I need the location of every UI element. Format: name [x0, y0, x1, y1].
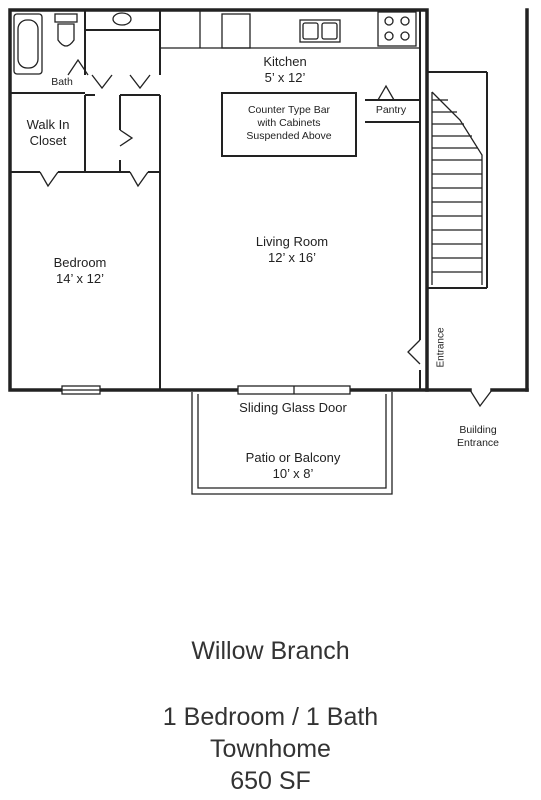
counter-bar	[221, 92, 357, 157]
kitchen-size: 5’ x 12’	[264, 70, 306, 85]
unit-style: Townhome	[210, 735, 331, 763]
floor-plan	[8, 8, 529, 495]
sliding-glass-door	[237, 385, 351, 395]
patio-label: Patio or Balcony	[245, 450, 341, 465]
door-swings	[39, 58, 493, 408]
living-room-size: 12’ x 16’	[268, 250, 316, 265]
plan-name: Willow Branch	[191, 637, 350, 665]
kitchen-counters	[160, 10, 420, 49]
pantry-closet	[365, 84, 420, 123]
building-entrance-label: Building Entrance	[456, 424, 500, 449]
bath-fixtures	[13, 12, 132, 75]
closet-label: Walk In Closet	[26, 117, 70, 148]
staircase	[431, 91, 483, 285]
interior-walls	[10, 10, 488, 390]
kitchen-label: Kitchen	[263, 54, 307, 69]
bedroom-size: 14’ x 12’	[56, 271, 104, 286]
patio-outline	[191, 392, 393, 495]
unit-type: 1 Bedroom / 1 Bath	[162, 703, 379, 731]
bath-label: Bath	[51, 76, 73, 88]
windows	[61, 385, 101, 395]
patio-size: 10’ x 8’	[272, 466, 314, 481]
sliding-door-label: Sliding Glass Door	[239, 400, 347, 415]
bedroom-label: Bedroom	[53, 255, 107, 270]
entrance-label: Entrance	[435, 327, 447, 368]
unit-area: 650 SF	[230, 767, 311, 795]
counter-bar-label: Counter Type Bar with Cabinets Suspended…	[246, 104, 332, 142]
pantry-label: Pantry	[375, 104, 407, 116]
living-room-label: Living Room	[255, 234, 329, 249]
